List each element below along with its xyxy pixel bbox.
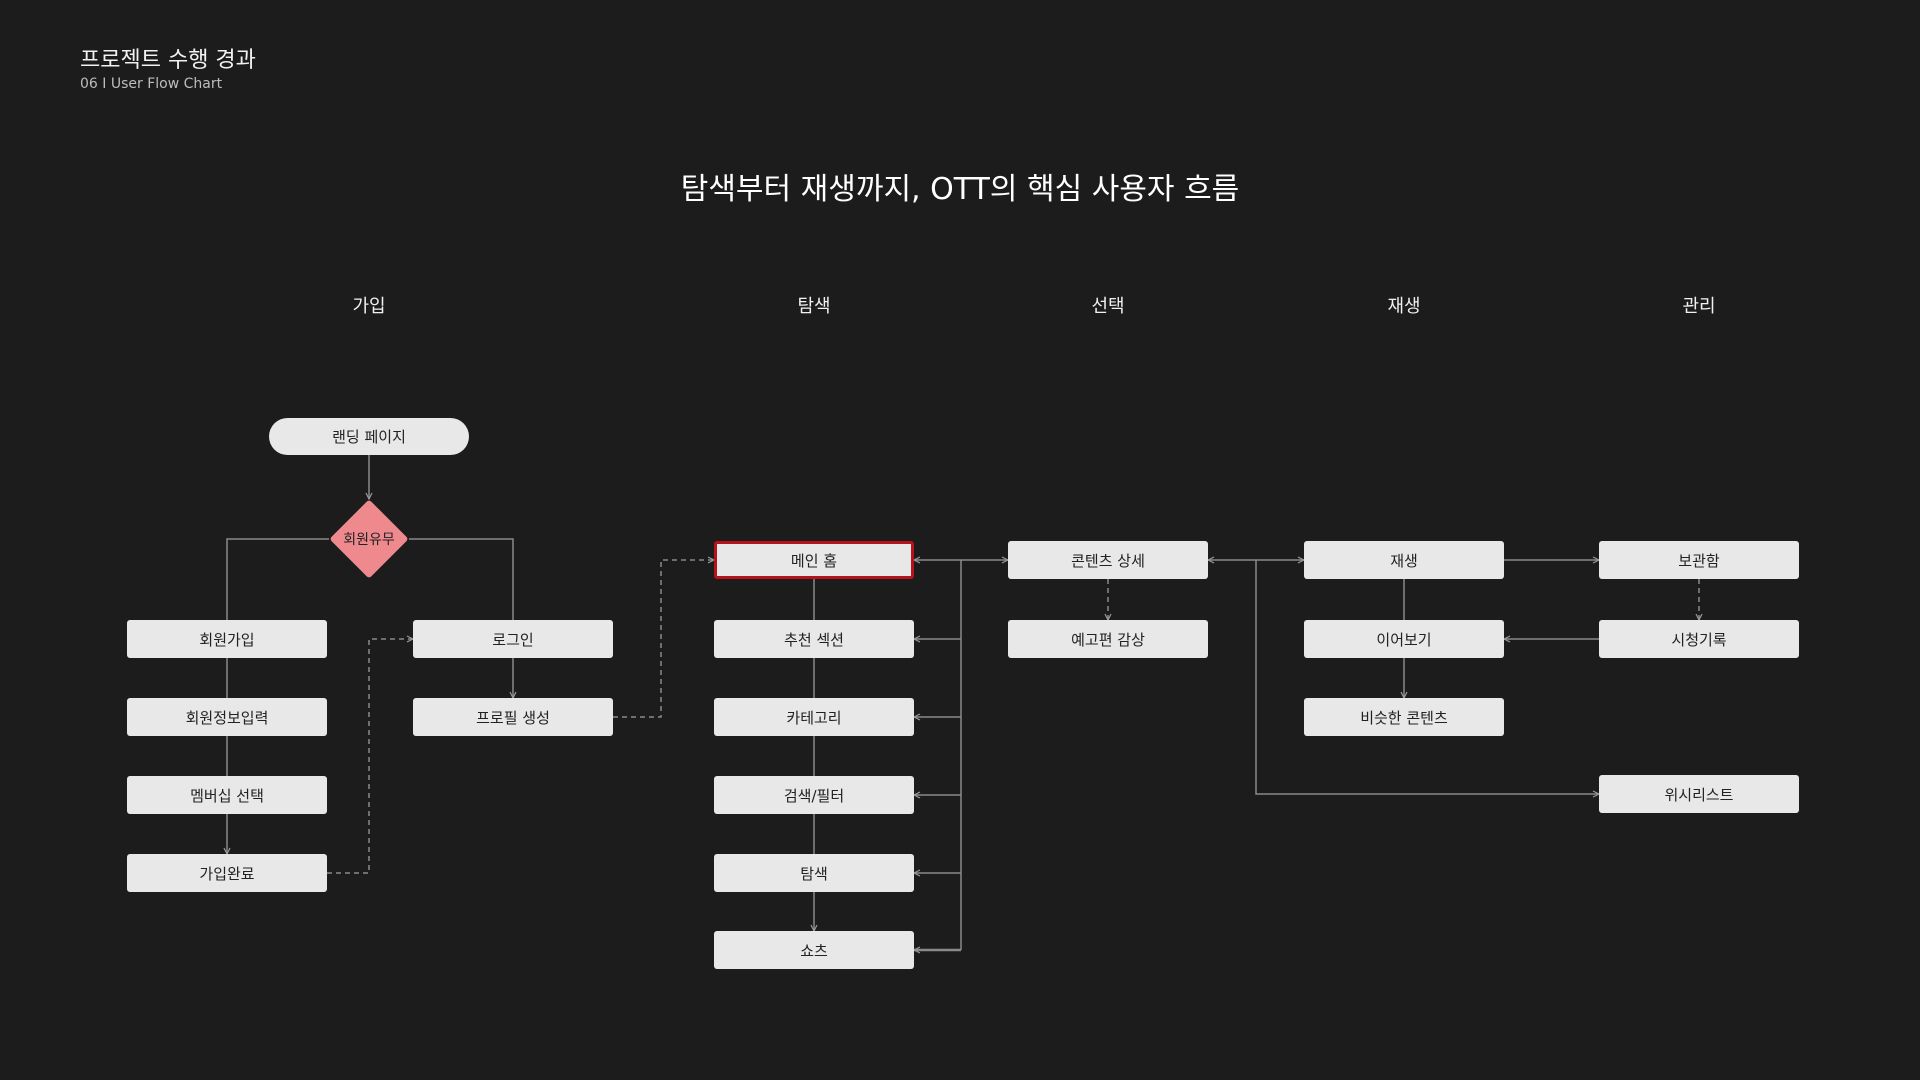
node-play: 재생 [1304, 541, 1504, 579]
node-shorts: 쇼츠 [714, 931, 914, 969]
node-similar: 비슷한 콘텐츠 [1304, 698, 1504, 736]
column-header-select: 선택 [1091, 296, 1125, 317]
section-subtitle: 06 I User Flow Chart [80, 76, 223, 92]
decision-label: 회원유무 [343, 532, 395, 548]
connector-complete-login [327, 639, 413, 874]
node-signup-complete: 가입완료 [127, 854, 327, 892]
node-main-home: 메인 홈 [714, 541, 914, 579]
column-header-explore: 탐색 [797, 296, 831, 317]
connector-decision-join [226, 538, 329, 620]
node-history: 시청기록 [1599, 620, 1799, 658]
node-resume: 이어보기 [1304, 620, 1504, 658]
node-signup: 회원가입 [127, 620, 327, 658]
node-membership: 멤버십 선택 [127, 776, 327, 814]
node-recommend: 추천 섹션 [714, 620, 914, 658]
page-title: 탐색부터 재생까지, OTT의 핵심 사용자 흐름 [680, 172, 1240, 207]
node-content-detail: 콘텐츠 상세 [1008, 541, 1208, 579]
node-explore: 탐색 [714, 854, 914, 892]
column-header-signup: 가입 [352, 296, 386, 317]
decision-member: 회원유무 [329, 499, 409, 579]
connector-profile-home [613, 560, 714, 718]
section-title: 프로젝트 수행 경과 [80, 48, 256, 73]
node-profile-create: 프로필 생성 [413, 698, 613, 736]
node-member-info: 회원정보입력 [127, 698, 327, 736]
node-search-filter: 검색/필터 [714, 776, 914, 814]
connector-wishlist [1255, 560, 1599, 794]
node-wishlist: 위시리스트 [1599, 775, 1799, 813]
node-category: 카테고리 [714, 698, 914, 736]
node-login: 로그인 [413, 620, 613, 658]
node-trailer: 예고편 감상 [1008, 620, 1208, 658]
node-library: 보관함 [1599, 541, 1799, 579]
column-header-manage: 관리 [1682, 296, 1716, 317]
node-landing-page: 랜딩 페이지 [269, 418, 469, 455]
column-header-play: 재생 [1387, 296, 1421, 317]
connector-decision-login [409, 538, 514, 620]
